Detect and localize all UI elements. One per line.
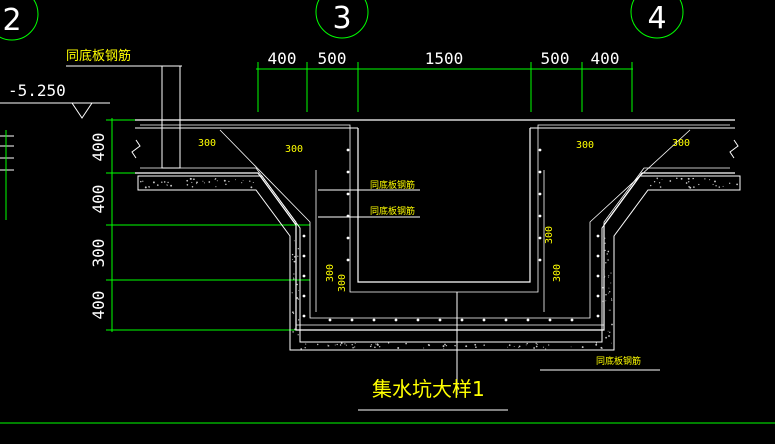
label-300-right-a: 300 <box>576 140 594 151</box>
left-dim-4: 400 <box>89 291 108 320</box>
rebar-dots <box>302 148 600 322</box>
rebar-note-top-left: 同底板钢筋 <box>66 48 131 64</box>
axis-label-2: 2 <box>2 3 21 38</box>
top-dim-5: 400 <box>591 49 620 68</box>
label-300-left-a: 300 <box>198 138 216 149</box>
left-dim-1: 400 <box>89 133 108 162</box>
left-dim-3: 300 <box>89 239 108 268</box>
label-300-wall-left-a: 300 <box>325 264 336 282</box>
label-300-wall-right: 300 <box>544 226 555 244</box>
label-300-right-b: 300 <box>672 138 690 149</box>
label-300-left-b: 300 <box>285 144 303 155</box>
left-dimension-chain <box>106 118 310 332</box>
top-dim-4: 500 <box>541 49 570 68</box>
cushion-layer <box>137 175 741 351</box>
break-line-icon <box>131 139 141 159</box>
pit-section <box>131 65 741 395</box>
label-300-wall-left-b: 300 <box>337 274 348 292</box>
axis-label-4: 4 <box>647 1 666 36</box>
break-line-icon <box>729 139 739 159</box>
axis-marker-4: 4 <box>630 0 684 39</box>
top-dim-3: 1500 <box>425 49 464 68</box>
top-dimension-chain <box>256 62 633 112</box>
elevation-triangle-icon <box>71 102 93 119</box>
top-dim-2: 500 <box>318 49 347 68</box>
concrete-hatch <box>140 177 738 350</box>
outer-outline <box>135 119 735 331</box>
rebar-note-bottom-right: 同底板钢筋 <box>596 355 641 367</box>
left-dim-2: 400 <box>89 185 108 214</box>
leader-lines <box>66 65 660 371</box>
elevation-label: -5.250 <box>8 81 66 100</box>
axis-label-3: 3 <box>332 1 351 36</box>
inner-pit-outline <box>357 128 531 283</box>
drawing-title: 集水坑大样1 <box>372 377 485 401</box>
left-adjacent-wall <box>0 130 14 220</box>
top-dim-1: 400 <box>268 49 297 68</box>
rebar-note-inner-2: 同底板钢筋 <box>370 205 415 217</box>
rebar-note-inner-1: 同底板钢筋 <box>370 179 415 191</box>
axis-marker-3: 3 <box>315 0 369 39</box>
axis-marker-2: 2 <box>0 0 39 41</box>
elevation-marker: -5.250 <box>0 81 110 119</box>
label-300-wall-right-b: 300 <box>552 264 563 282</box>
